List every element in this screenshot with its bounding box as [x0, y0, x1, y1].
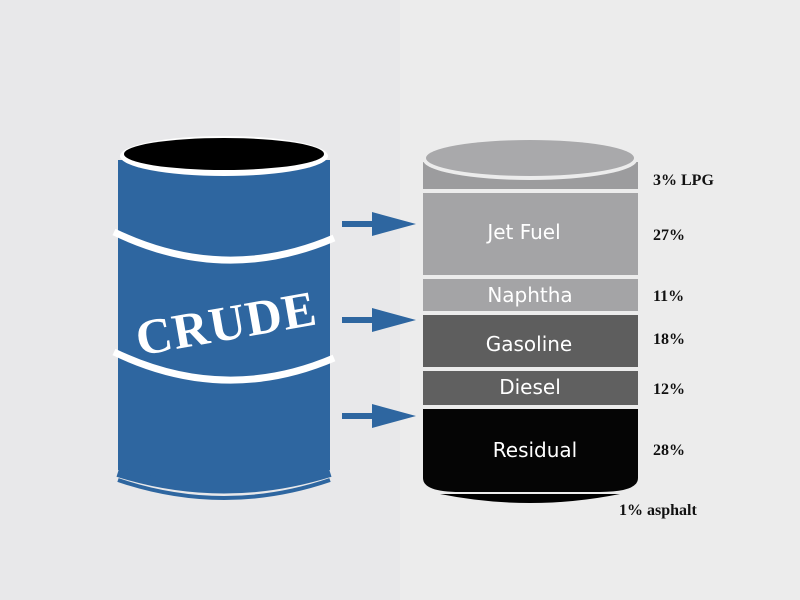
segment-residual	[423, 409, 638, 492]
asphalt-layer	[440, 494, 620, 503]
arrows	[342, 212, 416, 428]
barrel-bottom-rim	[117, 478, 331, 500]
percent-residual: 28%	[653, 442, 685, 459]
percent-jet-fuel: 27%	[653, 227, 685, 244]
percent-gasoline: 18%	[653, 331, 685, 348]
percent-asphalt: 1% asphalt	[619, 502, 697, 519]
label-diesel: Diesel	[499, 375, 561, 399]
arrow-icon	[342, 404, 416, 428]
percent-naphtha: 11%	[653, 288, 684, 305]
percent-diesel: 12%	[653, 381, 685, 398]
label-gasoline: Gasoline	[486, 332, 573, 356]
barrel-hoop-lower	[112, 348, 336, 384]
arrow-icon	[342, 308, 416, 332]
cylinder-top	[426, 140, 634, 176]
label-naphtha: Naphtha	[487, 283, 572, 307]
segment-naphtha	[423, 279, 638, 311]
barrel-body	[118, 160, 330, 485]
crude-barrel: CRUDE	[112, 136, 336, 500]
segment-diesel	[423, 371, 638, 405]
products-cylinder: Jet Fuel Naphtha Gasoline Diesel Residua…	[423, 140, 638, 503]
segment-jet-fuel	[423, 193, 638, 275]
segment-gasoline	[423, 315, 638, 367]
label-residual: Residual	[493, 438, 577, 462]
barrel-top-opening	[124, 138, 324, 170]
label-jet-fuel: Jet Fuel	[485, 220, 560, 244]
percent-lpg: 3% LPG	[653, 172, 714, 189]
arrow-icon	[342, 212, 416, 236]
barrel-hoop-upper	[112, 228, 336, 264]
